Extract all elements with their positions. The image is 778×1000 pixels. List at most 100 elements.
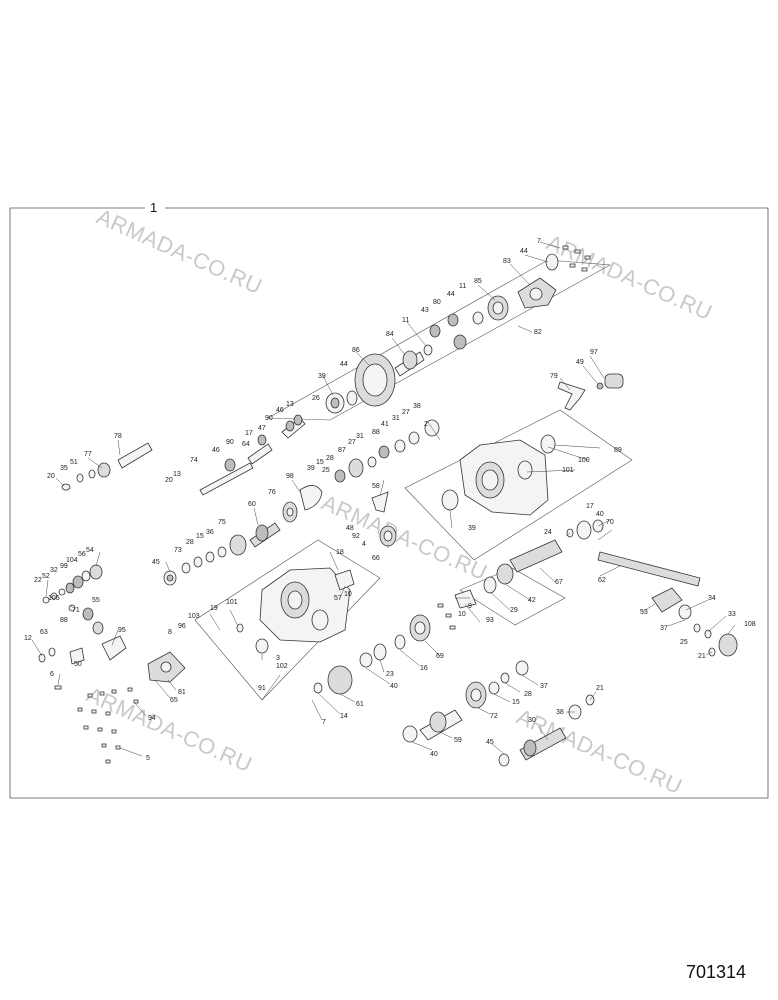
callout-77: 77 bbox=[84, 451, 92, 458]
callout-10: 10 bbox=[344, 591, 352, 598]
callout-65: 65 bbox=[170, 697, 178, 704]
callout-21: 21 bbox=[596, 685, 604, 692]
callout-14: 14 bbox=[340, 713, 348, 720]
callout-58: 58 bbox=[372, 483, 380, 490]
callout-90: 90 bbox=[226, 439, 234, 446]
callout-37: 37 bbox=[660, 625, 668, 632]
callout-11: 11 bbox=[402, 317, 409, 324]
callouts: 7 44 83 85 82 43 80 44 11 11 84 86 44 39… bbox=[24, 238, 756, 762]
callout-38: 38 bbox=[556, 709, 564, 716]
callout-7: 7 bbox=[537, 238, 541, 245]
callout-91: 91 bbox=[258, 685, 266, 692]
callout-82: 82 bbox=[534, 329, 542, 336]
flange-108 bbox=[718, 633, 738, 657]
callout-99: 99 bbox=[60, 563, 68, 570]
callout-73: 73 bbox=[174, 547, 182, 554]
callout-34: 34 bbox=[708, 595, 716, 602]
callout-93: 93 bbox=[486, 617, 494, 624]
center-output-parts bbox=[313, 539, 563, 695]
callout-22: 22 bbox=[34, 577, 42, 584]
callout-45: 45 bbox=[486, 739, 494, 746]
callout-90: 90 bbox=[265, 415, 273, 422]
bolts-7 bbox=[562, 245, 591, 272]
callout-48: 48 bbox=[346, 525, 354, 532]
disc-61 bbox=[327, 665, 353, 695]
callout-28: 28 bbox=[524, 691, 532, 698]
callout-9: 9 bbox=[468, 603, 472, 610]
right-upper-parts bbox=[557, 373, 624, 411]
callout-69: 69 bbox=[436, 653, 444, 660]
callout-21: 21 bbox=[698, 653, 706, 660]
callout-27: 27 bbox=[402, 409, 410, 416]
watermark: ARMADA-CO.RU bbox=[543, 230, 716, 325]
cover-93 bbox=[454, 589, 477, 609]
seal-100 bbox=[540, 434, 556, 454]
callout-24: 24 bbox=[544, 529, 552, 536]
callout-13: 13 bbox=[173, 471, 181, 478]
callout-92: 92 bbox=[352, 533, 360, 540]
callout-53: 53 bbox=[640, 609, 648, 616]
callout-44: 44 bbox=[447, 291, 455, 298]
sleeve-53 bbox=[651, 587, 683, 613]
callout-20: 20 bbox=[47, 473, 55, 480]
callout-39: 39 bbox=[318, 373, 326, 380]
callout-39: 39 bbox=[307, 465, 315, 472]
callout-43: 43 bbox=[421, 307, 429, 314]
callout-31: 31 bbox=[392, 415, 400, 422]
callout-74: 74 bbox=[190, 457, 198, 464]
callout-98: 98 bbox=[286, 473, 294, 480]
callout-42: 42 bbox=[528, 597, 536, 604]
callout-18: 18 bbox=[336, 549, 344, 556]
watermarks: ARMADA-CO.RU ARMADA-CO.RU ARMADA-CO.RU A… bbox=[83, 204, 716, 799]
callout-100: 100 bbox=[578, 457, 590, 464]
callout-51: 51 bbox=[70, 459, 78, 466]
callout-94: 94 bbox=[148, 715, 156, 722]
callout-72: 72 bbox=[490, 713, 498, 720]
callout-101: 101 bbox=[226, 599, 238, 606]
callout-89: 89 bbox=[614, 447, 622, 454]
shaft-67 bbox=[509, 539, 563, 573]
callout-31: 31 bbox=[356, 433, 364, 440]
callout-29: 29 bbox=[510, 607, 518, 614]
callout-67: 67 bbox=[555, 579, 563, 586]
callout-12: 12 bbox=[24, 635, 32, 642]
callout-28: 28 bbox=[326, 455, 334, 462]
callout-76: 76 bbox=[268, 489, 276, 496]
middle-shaft-parts bbox=[163, 419, 440, 586]
callout-27: 27 bbox=[348, 439, 356, 446]
callout-3: 3 bbox=[276, 655, 280, 662]
leader-lines bbox=[31, 241, 736, 757]
callout-102: 102 bbox=[276, 663, 288, 670]
callout-45: 45 bbox=[152, 559, 160, 566]
callout-75: 75 bbox=[218, 519, 226, 526]
callout-38: 38 bbox=[413, 403, 421, 410]
callout-88: 88 bbox=[60, 617, 68, 624]
callout-25: 25 bbox=[322, 467, 330, 474]
chain-98 bbox=[299, 485, 323, 511]
callout-15: 15 bbox=[196, 533, 204, 540]
part-97 bbox=[604, 373, 624, 389]
callout-52: 52 bbox=[42, 573, 50, 580]
left-gear-stack bbox=[38, 564, 127, 665]
callout-7: 7 bbox=[322, 719, 326, 726]
callout-85: 85 bbox=[474, 278, 482, 285]
shaft-74 bbox=[199, 462, 254, 496]
callout-66: 66 bbox=[372, 555, 380, 562]
callout-79: 79 bbox=[550, 373, 558, 380]
callout-105: 105 bbox=[48, 595, 60, 602]
callout-5: 5 bbox=[146, 755, 150, 762]
callout-95: 95 bbox=[118, 627, 126, 634]
lower-left-mounting bbox=[54, 651, 186, 764]
callout-55: 55 bbox=[92, 597, 100, 604]
callout-35: 35 bbox=[60, 465, 68, 472]
callout-40: 40 bbox=[390, 683, 398, 690]
shaft-62 bbox=[597, 551, 701, 587]
callout-28: 28 bbox=[186, 539, 194, 546]
callout-47: 47 bbox=[258, 425, 266, 432]
callout-61: 61 bbox=[356, 701, 364, 708]
bracket-79 bbox=[557, 381, 586, 411]
callout-30: 30 bbox=[528, 717, 536, 724]
bottom-gear-parts bbox=[402, 660, 595, 767]
case-half-right bbox=[371, 434, 556, 547]
